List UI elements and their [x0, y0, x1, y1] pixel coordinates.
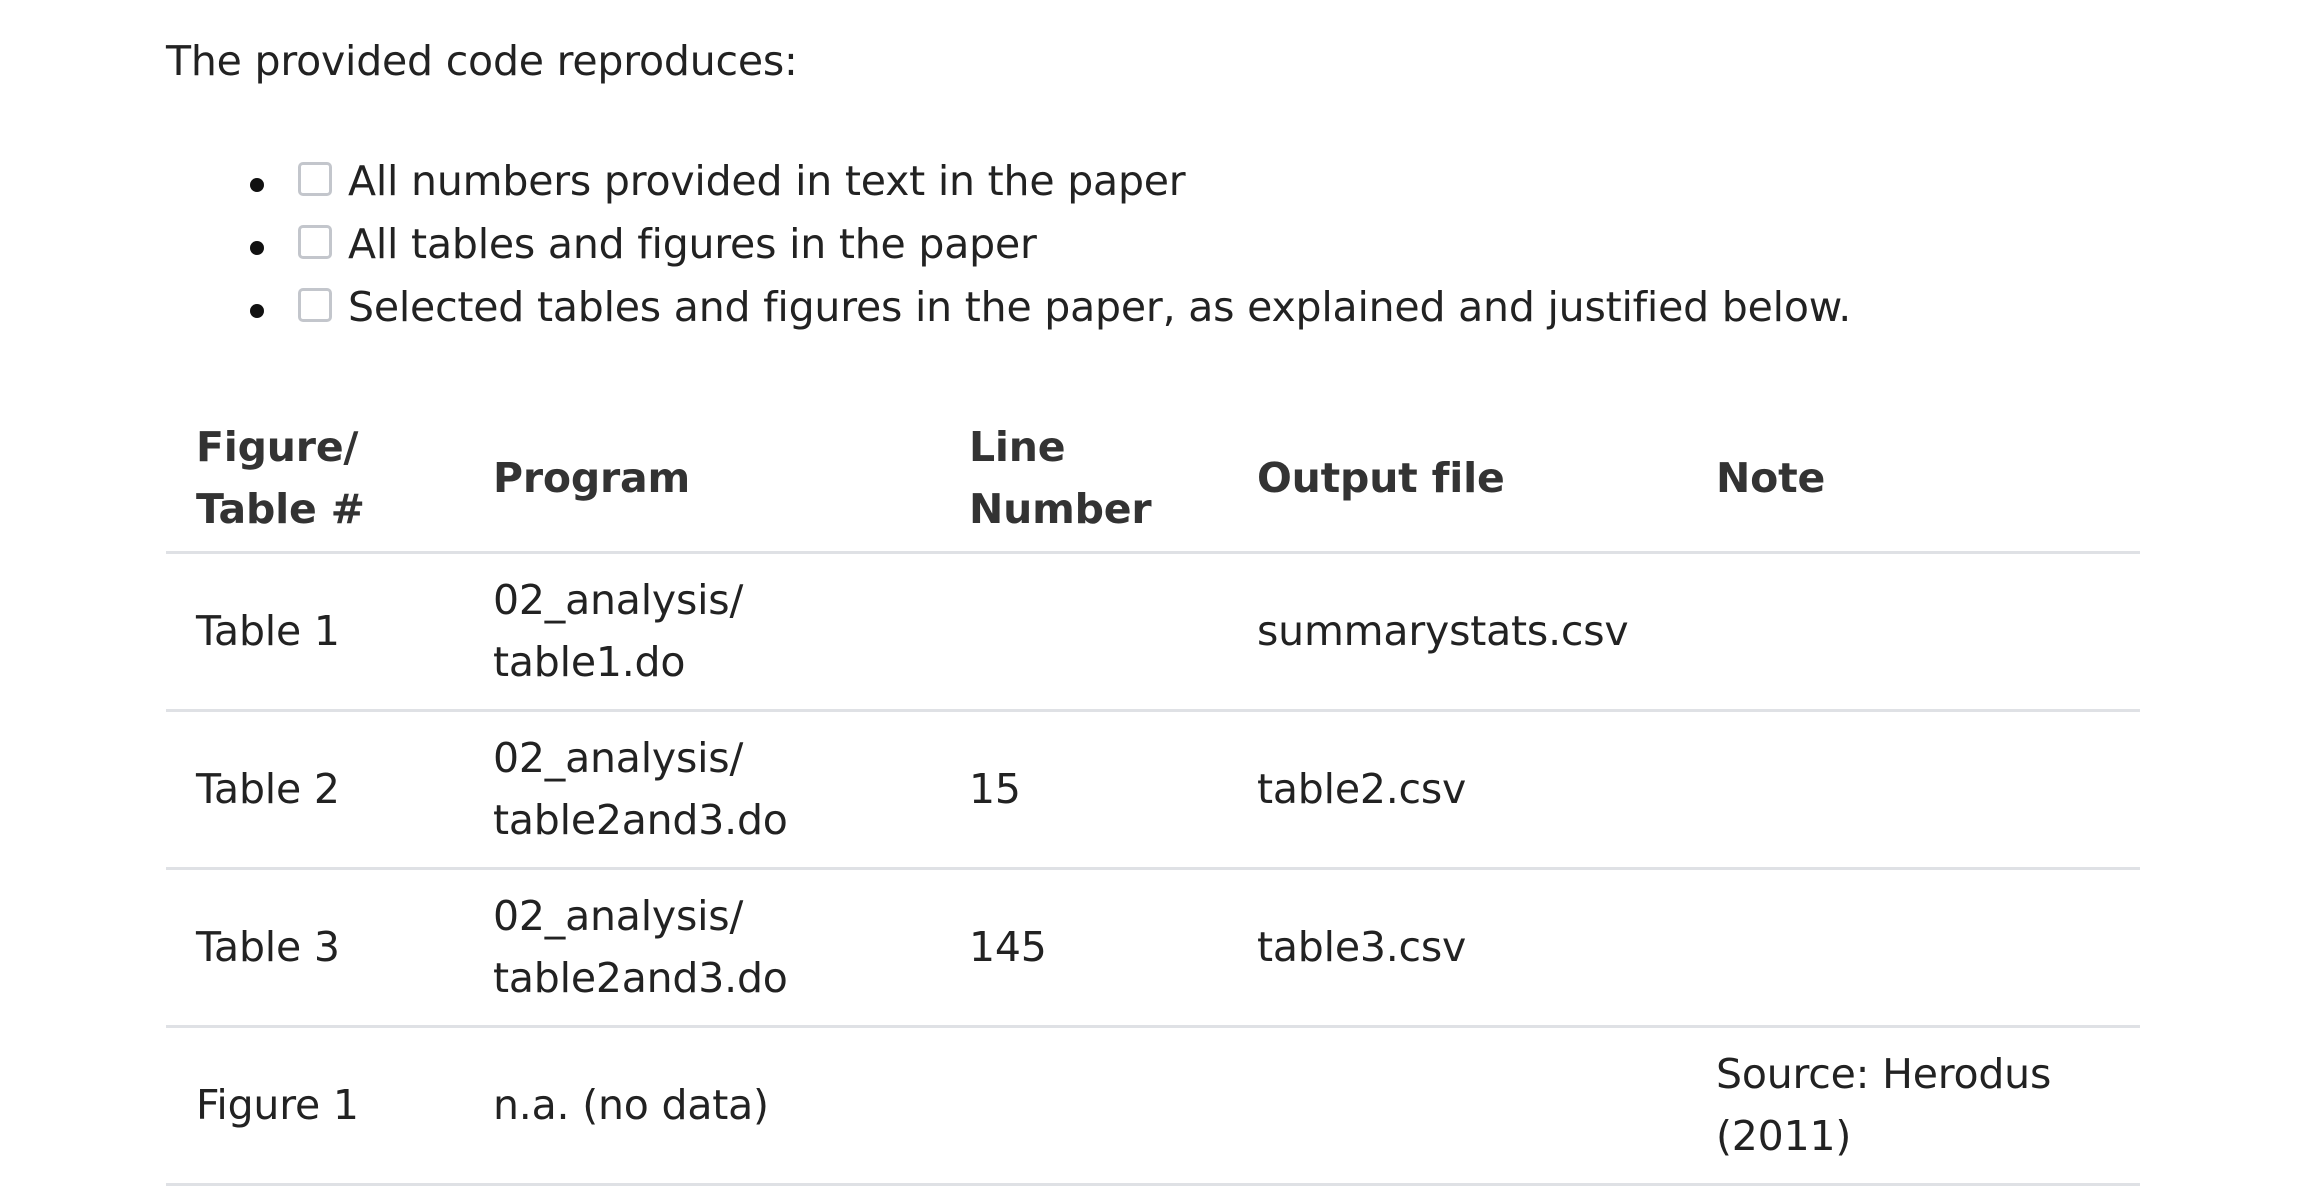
checklist-label: All tables and figures in the paper	[348, 220, 1037, 268]
cell-line-number: 15	[939, 710, 1227, 870]
table-row: Table 3 02_analysis/table2and3.do 145 ta…	[166, 868, 2140, 1028]
cell-figure: Table 2	[166, 710, 463, 870]
cell-program: n.a. (no data)	[463, 1026, 939, 1186]
cell-program: 02_analysis/table2and3.do	[463, 868, 939, 1028]
cell-output-file: table3.csv	[1227, 868, 1686, 1028]
table-row: Figure 1 n.a. (no data) Source: Herodus(…	[166, 1026, 2140, 1186]
cell-output-file	[1227, 1026, 1686, 1186]
cell-note	[1686, 868, 2140, 1028]
header-figure-table: Figure/Table #	[166, 405, 463, 554]
cell-output-file: table2.csv	[1227, 710, 1686, 870]
cell-line-number	[939, 552, 1227, 712]
cell-program: 02_analysis/table1.do	[463, 552, 939, 712]
table-row: Table 1 02_analysis/table1.do summarysta…	[166, 552, 2140, 712]
bullet-icon	[250, 178, 264, 192]
cell-figure: Table 3	[166, 868, 463, 1028]
cell-program: 02_analysis/table2and3.do	[463, 710, 939, 870]
cell-line-number: 145	[939, 868, 1227, 1028]
checkbox[interactable]	[298, 288, 332, 322]
header-output-file: Output file	[1227, 405, 1686, 554]
intro-text: The provided code reproduces:	[166, 37, 798, 85]
cell-output-file: summarystats.csv	[1227, 552, 1686, 712]
header-program: Program	[463, 405, 939, 554]
bullet-icon	[250, 304, 264, 318]
checklist-label: Selected tables and figures in the paper…	[348, 283, 1852, 331]
bullet-icon	[250, 241, 264, 255]
cell-figure: Figure 1	[166, 1026, 463, 1186]
checkbox[interactable]	[298, 225, 332, 259]
header-note: Note	[1686, 405, 2140, 554]
checkbox[interactable]	[298, 162, 332, 196]
cell-note: Source: Herodus(2011)	[1686, 1026, 2140, 1186]
table-row: Table 2 02_analysis/table2and3.do 15 tab…	[166, 710, 2140, 870]
checklist-label: All numbers provided in text in the pape…	[348, 157, 1186, 205]
cell-line-number	[939, 1026, 1227, 1186]
cell-note	[1686, 710, 2140, 870]
cell-note	[1686, 552, 2140, 712]
cell-figure: Table 1	[166, 552, 463, 712]
